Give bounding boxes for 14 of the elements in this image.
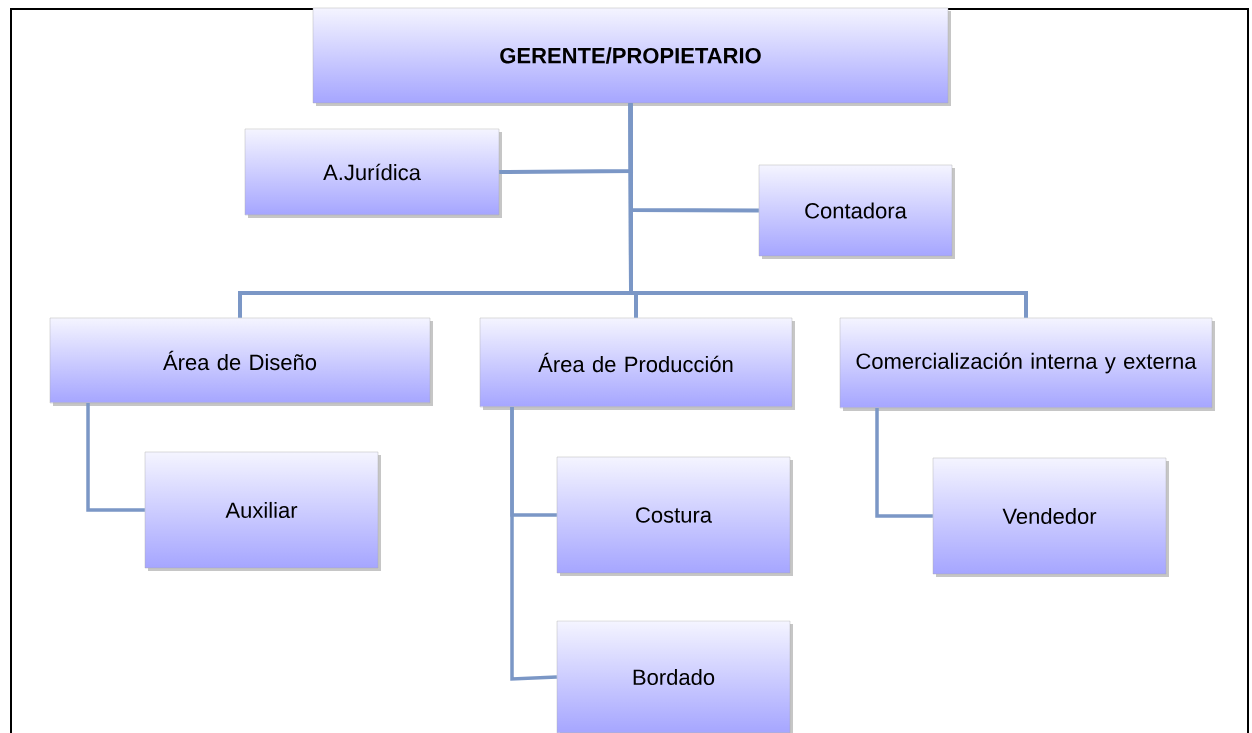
connector-line bbox=[628, 103, 1028, 318]
org-box: Comercialización interna y externa bbox=[839, 317, 1215, 411]
org-box: Área de Diseño bbox=[49, 317, 433, 406]
connector-line bbox=[510, 407, 557, 681]
org-box: Contadora bbox=[758, 164, 955, 259]
org-box: GERENTE/PROPIETARIO bbox=[312, 7, 951, 106]
org-box: Costura bbox=[556, 456, 793, 576]
org-box: Auxiliar bbox=[144, 451, 381, 571]
org-box: Bordado bbox=[556, 620, 793, 733]
org-box: Área de Producción bbox=[479, 317, 795, 410]
connector-line bbox=[875, 408, 933, 518]
org-box: Vendedor bbox=[932, 457, 1169, 577]
connector-line bbox=[86, 403, 145, 512]
org-box: A.Jurídica bbox=[244, 128, 502, 218]
